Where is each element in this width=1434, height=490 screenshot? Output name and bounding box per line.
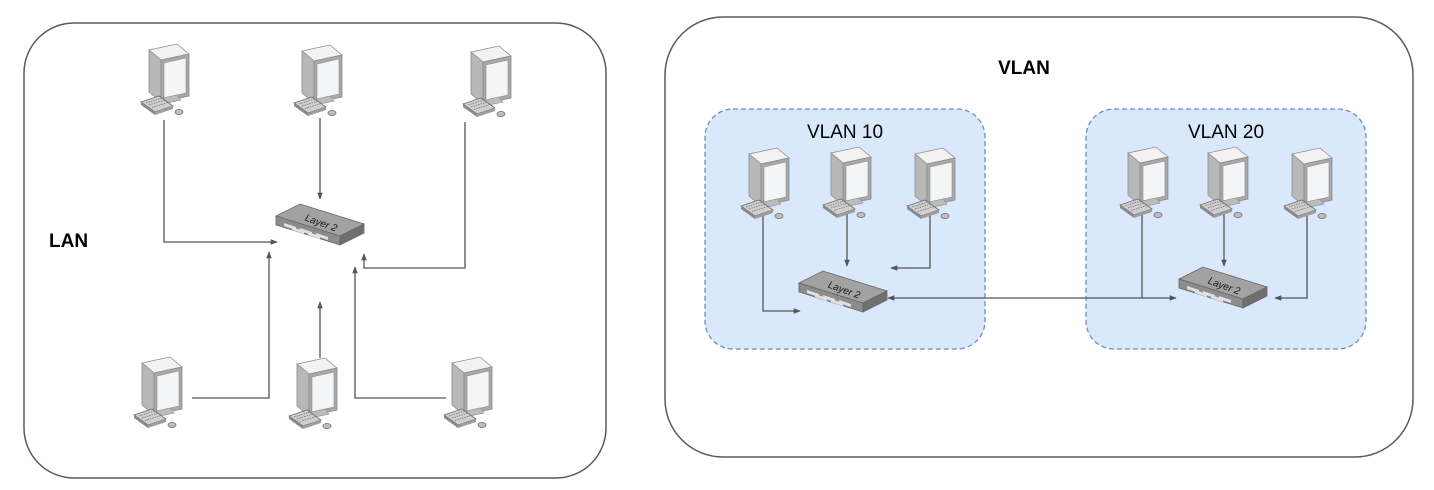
vlan10-link-left: [762, 210, 801, 314]
lan-title: LAN: [49, 231, 88, 252]
vlan10-link-right: [890, 208, 931, 271]
layer2-switch-icon: Layer 2: [275, 203, 365, 246]
vlan-panel: VLAN VLAN 10 VLAN 20: [664, 16, 1414, 458]
lan-link-bottom-left: [192, 251, 272, 399]
vlan-10-title: VLAN 10: [807, 122, 883, 143]
lan-connectors: [163, 118, 466, 399]
vlan-group-10: VLAN 10: [704, 108, 986, 350]
vlan20-link-right: [1274, 210, 1308, 301]
layer2-switch-icon: Layer 2: [1178, 266, 1268, 309]
lan-link-top-left: [163, 120, 278, 245]
lan-link-top-right: [361, 122, 466, 269]
vlan-connectors: [762, 207, 1308, 314]
vlan-group-20: VLAN 20: [1085, 108, 1367, 350]
vlan-20-title: VLAN 20: [1188, 122, 1264, 143]
vlan-title: VLAN: [998, 58, 1050, 79]
lan-link-bottom-right: [352, 266, 446, 399]
vlan-20-box: [1085, 108, 1367, 350]
layer2-switch-icon: Layer 2: [798, 270, 888, 313]
lan-panel: LAN Layer 2: [23, 22, 607, 479]
vlan-10-box: [704, 108, 986, 350]
